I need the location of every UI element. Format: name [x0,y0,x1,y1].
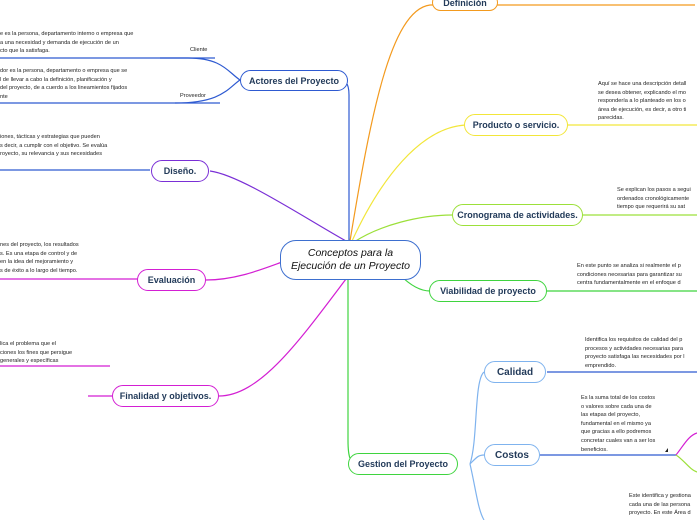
topic-diseno[interactable]: Diseño. [151,160,209,182]
central-topic-line2: Ejecución de un Proyecto [290,260,411,272]
connector-costos [469,454,485,465]
connector-finalidad [218,278,347,397]
subtopic-cliente[interactable]: Cliente [190,47,208,53]
connector-producto [351,124,466,242]
note-viabilidad: En este punto se analiza si realmente el… [577,263,682,287]
topic-definicion[interactable]: Definición [432,0,498,11]
connector-cliente [155,57,241,81]
note-cliente: e es la persona, departamento interno o … [0,31,134,55]
subtopic-proveedor[interactable]: Proveedor [180,93,206,99]
topic-calidad[interactable]: Calidad [484,361,546,383]
collapse-indicator-icon [665,448,668,452]
topic-costos[interactable]: Costos [484,444,540,466]
connector-diseno [209,170,347,242]
connector-evaluacion [205,261,283,281]
topic-finalidad[interactable]: Finalidad y objetivos. [112,385,219,407]
connector-calidad [469,371,485,465]
note-proveedor: dor es la persona, departamento o empres… [0,68,128,100]
note-diseno: iones, tácticas y estrategias que pueden… [0,134,108,158]
topic-producto[interactable]: Producto o servicio. [464,114,568,136]
connector-gestion-extra [469,463,485,520]
connector-cronograma [353,214,453,243]
central-topic[interactable]: Conceptos para la Ejecución de un Proyec… [280,240,421,280]
central-topic-line1: Conceptos para la [307,247,394,259]
connector-proveedor [174,79,241,104]
topic-cronograma[interactable]: Cronograma de actividades. [452,204,583,226]
topic-gestion[interactable]: Gestion del Proyecto [348,453,458,475]
connector-actores [336,79,350,241]
topic-actores[interactable]: Actores del Proyecto [240,70,348,91]
connector-definicion [349,4,695,242]
topic-evaluacion[interactable]: Evaluación [137,269,206,291]
topic-viabilidad[interactable]: Viabilidad de proyecto [429,280,547,302]
note-calidad: Identifica los requisitos de calidad del… [585,337,685,369]
connector-gestion [347,279,361,465]
